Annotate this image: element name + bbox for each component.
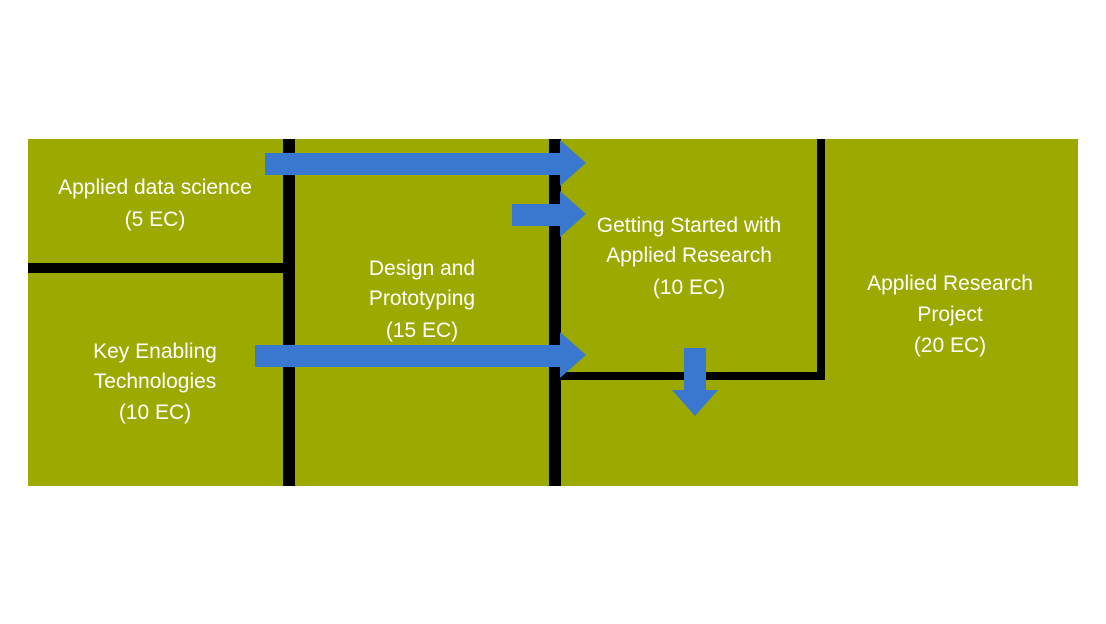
design-prototyping-title-line1: Design and [369, 257, 475, 280]
divider-left-horizontal [28, 263, 290, 273]
block-key-enabling-technologies: Key Enabling Technologies (10 EC) [93, 340, 217, 424]
getting-started-title-line1: Getting Started with [597, 214, 781, 237]
arrow-data-science-to-getting-started [265, 140, 586, 186]
key-enabling-title-line1: Key Enabling [93, 340, 217, 363]
arrow-design-to-getting-started [512, 191, 586, 237]
flow-arrows [255, 140, 718, 416]
block-getting-started-with-applied-research: Getting Started with Applied Research (1… [597, 214, 781, 299]
block-design-and-prototyping: Design and Prototyping (15 EC) [369, 257, 475, 342]
key-enabling-title-line2: Technologies [94, 370, 217, 393]
design-prototyping-credits: (15 EC) [386, 319, 458, 342]
arrow-getting-started-to-research-project [672, 348, 718, 416]
block-applied-research-project: Applied Research Project (20 EC) [867, 272, 1033, 357]
design-prototyping-title-line2: Prototyping [369, 287, 475, 310]
arrow-key-enabling-to-getting-started [255, 332, 586, 378]
applied-research-project-title-line2: Project [917, 303, 983, 326]
divider-middle-vertical [549, 139, 561, 486]
getting-started-credits: (10 EC) [653, 276, 725, 299]
key-enabling-credits: (10 EC) [119, 401, 191, 424]
getting-started-title-line2: Applied Research [606, 244, 772, 267]
applied-research-project-credits: (20 EC) [914, 334, 986, 357]
applied-data-science-credits: (5 EC) [125, 208, 186, 231]
applied-research-project-title-line1: Applied Research [867, 272, 1033, 295]
applied-data-science-title: Applied data science [58, 176, 252, 199]
divider-left-vertical [283, 139, 295, 486]
block-applied-data-science: Applied data science (5 EC) [58, 176, 252, 231]
divider-getting-started-right [817, 139, 825, 380]
